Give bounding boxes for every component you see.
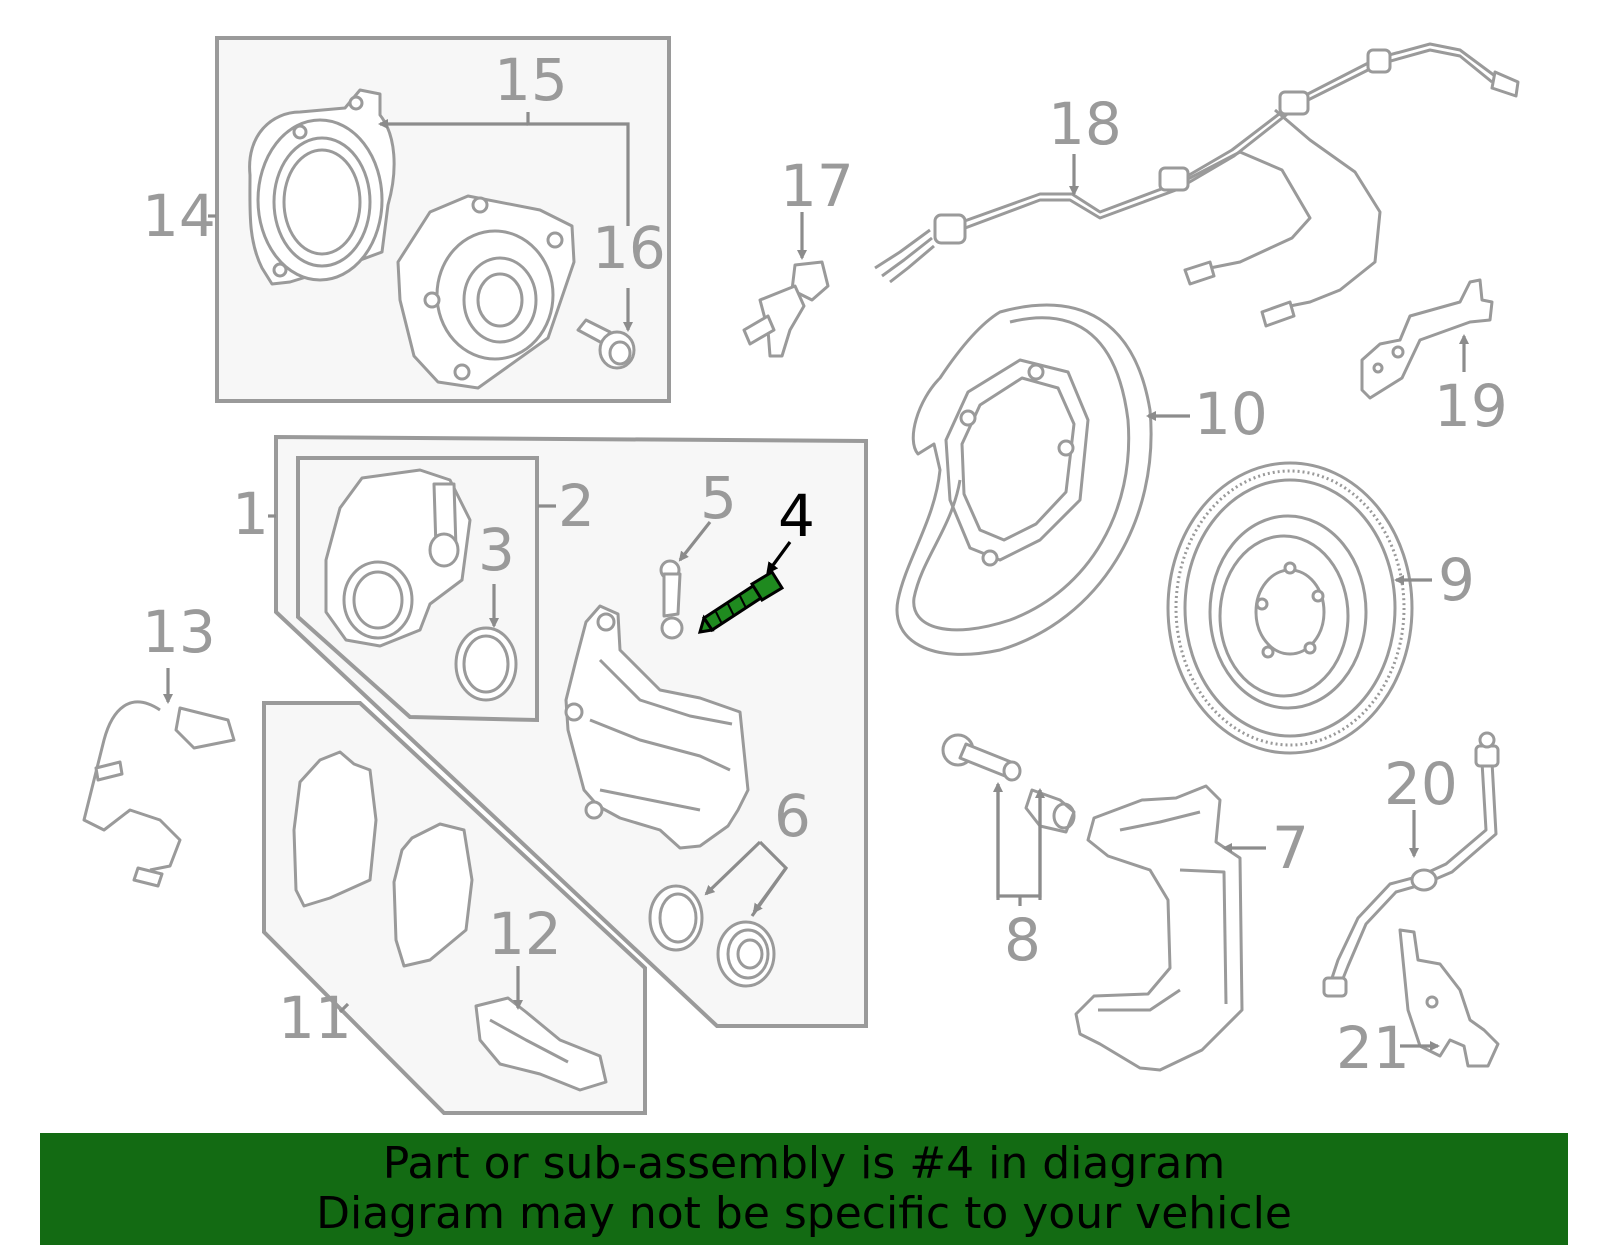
callout-5: 5: [700, 464, 737, 532]
callout-4: 4: [778, 482, 815, 550]
callout-9: 9: [1438, 546, 1475, 614]
banner-disclaimer: Diagram may not be specific to your vehi…: [316, 1188, 1292, 1239]
banner-part-note: Part or sub-assembly is #4 in diagram: [382, 1138, 1226, 1189]
sensor-wiring-harness: [874, 42, 1520, 328]
callout-10: 10: [1194, 380, 1268, 448]
brake-dust-shield: [895, 303, 1153, 656]
caliper-carrier: [1074, 784, 1244, 1072]
wheel-speed-sensor: [742, 260, 830, 358]
pad-wear-sensor: [82, 700, 236, 888]
callout-2: 2: [558, 472, 595, 540]
brake-hose: [1322, 731, 1500, 998]
callout-13: 13: [142, 598, 216, 666]
guide-pin: [659, 559, 684, 640]
callout-19: 19: [1434, 372, 1508, 440]
brake-rotor: [1166, 461, 1414, 755]
carrier-bolts: [941, 733, 1076, 834]
callout-18: 18: [1048, 90, 1122, 158]
callout-1: 1: [232, 480, 269, 548]
bleeder-screw-highlighted: [697, 569, 785, 634]
callout-21: 21: [1336, 1014, 1410, 1082]
callout-16: 16: [592, 214, 666, 282]
callout-17: 17: [780, 152, 854, 220]
wheel-hub: [396, 194, 576, 390]
harness-bracket: [1360, 278, 1494, 400]
callout-12: 12: [488, 900, 562, 968]
caliper-body: [564, 604, 750, 850]
callout-20: 20: [1384, 750, 1458, 818]
wheel-bearing-flange: [248, 88, 396, 286]
callout-11: 11: [278, 984, 352, 1052]
hub-bolt: [576, 318, 636, 370]
callout-7: 7: [1272, 814, 1309, 882]
caliper-housing: [324, 468, 472, 648]
info-banner: Part or sub-assembly is #4 in diagram Di…: [40, 1133, 1568, 1245]
leader-lines: [163, 112, 1469, 1051]
hose-bracket: [1398, 928, 1500, 1068]
brake-pads: [292, 750, 474, 968]
parts-diagram: 1 2 3 4 5 6 7 8 9 10 11 12 13 14 15 16 1…: [82, 36, 1520, 1115]
callout-3: 3: [478, 516, 515, 584]
callout-8: 8: [1004, 906, 1041, 974]
caliper-seal-ring: [454, 626, 518, 702]
callout-14: 14: [142, 182, 216, 250]
callout-15: 15: [494, 46, 568, 114]
piston-seals: [648, 884, 776, 988]
callout-6: 6: [774, 782, 811, 850]
